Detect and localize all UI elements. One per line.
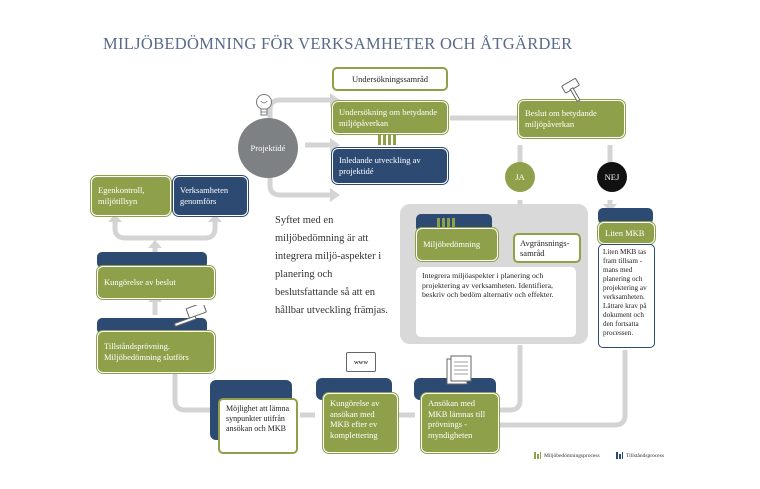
undersokning-label: Undersökning om betydande miljöpåverkan (339, 106, 438, 128)
projektide-circle: Projektidé (238, 118, 298, 178)
mojlighet-card: Möjlighet att lämna synpunkter utifrån a… (218, 398, 298, 454)
inledande-label: Inledande utveckling av projektidé (339, 155, 421, 176)
liten-mkb-back (598, 208, 653, 224)
beslut-label: Beslut om betydande miljöpåverkan (525, 108, 597, 129)
liten-mkb-card: Liten MKB tas fram tillsam - mans med pl… (598, 244, 655, 348)
document-icon (446, 355, 472, 385)
browser-icon: www (346, 352, 376, 372)
kungorelse-ansokan-label: Kungörelse av ansökan med MKB efter ev k… (330, 398, 380, 440)
green-tabs-icon (534, 452, 541, 459)
kungorelse-beslut-back (97, 252, 207, 268)
kungorelse-ansokan-box: Kungörelse av ansökan med MKB efter ev k… (323, 393, 398, 453)
egenkontroll-label: Egenkontroll, miljötillsyn (98, 185, 145, 206)
projektide-label: Projektidé (250, 143, 286, 153)
legend-item-miljobedomning: Miljöbedömningsprocess (534, 452, 600, 459)
liten-mkb-tabs (612, 210, 625, 220)
legend-item-tillstand: Tillståndsprocess (616, 452, 664, 459)
avgransning-box: Avgränsnings-samråd (513, 233, 581, 263)
inledande-box: Inledande utveckling av projektidé (332, 148, 448, 184)
undersokningssamrad-box: Undersökningssamråd (332, 67, 448, 91)
undersokning-box: Undersökning om betydande miljöpåverkan (332, 101, 448, 134)
kungorelse-beslut-box: Kungörelse av beslut (97, 266, 215, 299)
lightbulb-icon (256, 94, 272, 116)
blue-tabs-icon (616, 452, 623, 459)
liten-mkb-box: Liten MKB (598, 222, 655, 244)
gavel-icon (173, 305, 207, 328)
miljobedomning-tabs (437, 218, 455, 228)
verksamheten-box: Verksamheten genomförs (173, 176, 248, 216)
avgransning-label: Avgränsnings-samråd (520, 237, 570, 258)
undersokning-tabs (378, 135, 396, 145)
kungorelse-beslut-label: Kungörelse av beslut (104, 277, 176, 288)
ansokan-label: Ansökan med MKB lämnas till prövnings - … (428, 398, 486, 440)
nej-label: NEJ (604, 172, 620, 182)
ja-circle: JA (505, 162, 535, 192)
legend-label-1: Miljöbedömningsprocess (544, 452, 600, 459)
egenkontroll-box: Egenkontroll, miljötillsyn (91, 176, 171, 216)
beslut-box: Beslut om betydande miljöpåverkan (518, 100, 625, 138)
page-title: MILJÖBEDÖMNING FÖR VERKSAMHETER OCH ÅTGÄ… (103, 34, 573, 53)
miljobedomning-box: Miljöbedömning (416, 228, 498, 261)
nej-circle: NEJ (597, 162, 627, 192)
ansokan-box: Ansökan med MKB lämnas till prövnings - … (421, 393, 499, 453)
tillstand-label: Tillståndsprövning. Miljöbedömning slutf… (104, 341, 189, 362)
liten-mkb-label: Liten MKB (605, 227, 645, 238)
gavel-icon (561, 78, 581, 103)
www-label: www (353, 358, 369, 366)
integrera-card: Integrera miljöaspekter i planering och … (416, 267, 576, 337)
purpose-text: Syftet med en miljöbedömning är att inte… (275, 215, 388, 317)
tillstand-box: Tillståndsprövning. Miljöbedömning slutf… (97, 331, 215, 373)
miljobedomning-label: Miljöbedömning (423, 239, 481, 250)
legend-label-2: Tillståndsprocess (626, 452, 664, 459)
verksamheten-label: Verksamheten genomförs (180, 185, 229, 206)
ja-label: JA (515, 172, 525, 182)
